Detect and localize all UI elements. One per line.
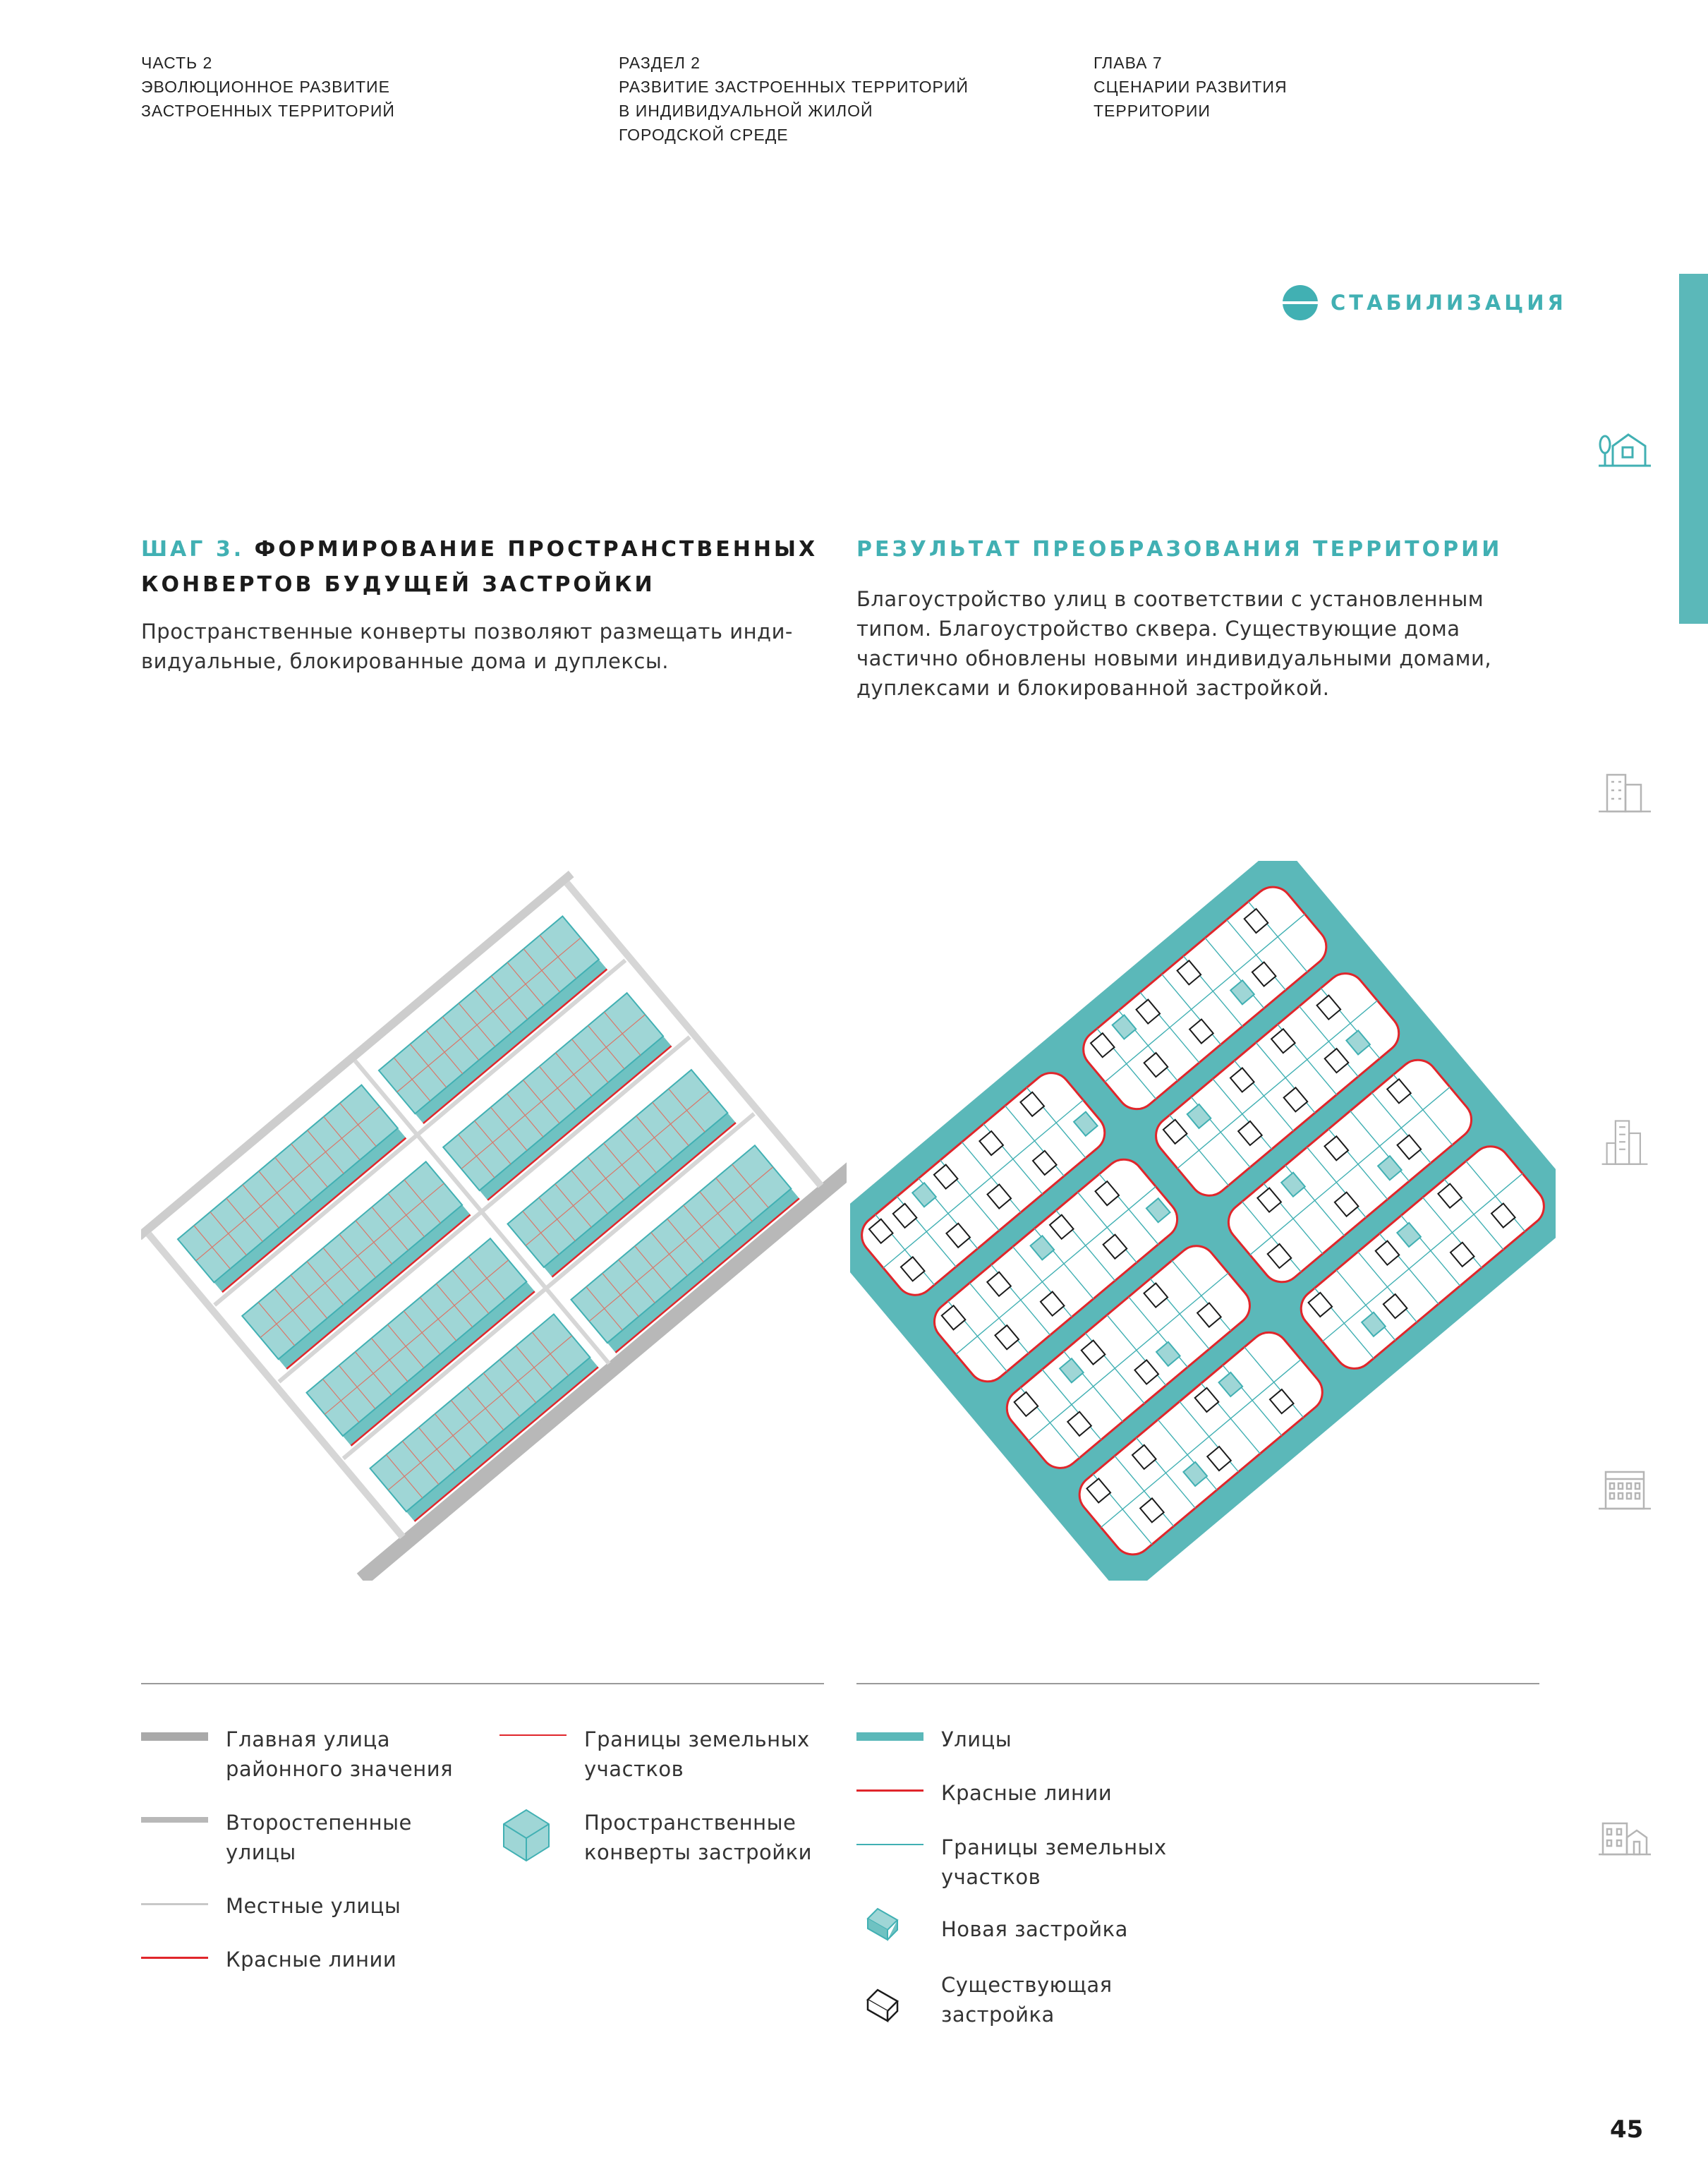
existing-houses — [868, 907, 1517, 1523]
legend-divider-left — [141, 1683, 824, 1684]
legend-right-plot-boundaries: Границы земельных участков — [941, 1835, 1167, 1889]
plot-boundaries — [875, 901, 1526, 1545]
plot-boundary-teal-thin — [856, 1844, 923, 1845]
local-street-line — [141, 1903, 208, 1905]
local-street — [353, 1059, 611, 1365]
local-street — [564, 881, 824, 1188]
legend-local-street: Местные улицы — [226, 1894, 401, 1918]
envelopes-diagram — [141, 870, 847, 1581]
main-street — [356, 1147, 847, 1581]
red-line — [141, 1957, 208, 1959]
local-street — [277, 1035, 691, 1384]
result-description: Благоустройство улиц в соответствии с ус… — [856, 587, 1492, 700]
envelope-block — [507, 1068, 737, 1278]
envelope-block — [570, 1144, 800, 1353]
envelope-block — [369, 1312, 599, 1522]
lowrise-building-icon[interactable] — [1597, 769, 1652, 819]
step-label: ШАГ 3. — [141, 537, 245, 562]
local-street — [213, 958, 627, 1307]
scenario-badge-label: СТАБИЛИЗАЦИЯ — [1331, 291, 1567, 315]
legend-right-red-lines: Красные линии — [941, 1781, 1113, 1805]
result-diagram — [850, 861, 1556, 1581]
scenario-badge: СТАБИЛИЗАЦИЯ — [1283, 285, 1567, 320]
step-description: Пространственные конверты позволяют разм… — [141, 620, 793, 673]
step-title-line2: КОНВЕРТОВ БУДУЩЕЙ ЗАСТРОЙКИ — [141, 572, 655, 597]
street-teal-line — [856, 1732, 923, 1741]
page-number: 45 — [1610, 2115, 1644, 2144]
house-tree-icon[interactable] — [1597, 425, 1652, 474]
step-heading: ШАГ 3. ФОРМИРОВАНИЕ ПРОСТРАНСТВЕННЫХ КОН… — [141, 532, 818, 603]
highrise-building-icon[interactable] — [1597, 1118, 1652, 1168]
legend-red-lines: Красные линии — [226, 1948, 397, 1972]
legend-streets: Улицы — [941, 1727, 1012, 1751]
main-street-line — [141, 1732, 208, 1741]
new-house-icon — [866, 1907, 899, 1941]
legend-divider-right — [856, 1683, 1539, 1684]
new-houses — [911, 979, 1422, 1487]
envelope-block — [241, 1160, 471, 1370]
plot-boundary-red-thin — [499, 1734, 567, 1736]
secondary-street-line — [141, 1817, 208, 1823]
envelope-blocks — [176, 915, 800, 1522]
local-street — [145, 1231, 406, 1540]
legend-envelopes: Пространственные конверты застройки — [584, 1811, 812, 1864]
existing-house-icon — [866, 1988, 900, 2023]
envelope-block — [377, 915, 608, 1125]
header-part: ЧАСТЬ 2 ЭВОЛЮЦИОННОЕ РАЗВИТИЕ ЗАСТРОЕННЫ… — [141, 54, 395, 120]
legend-existing-buildings: Существующая застройка — [941, 1973, 1113, 2027]
result-heading: РЕЗУЛЬТАТ ПРЕОБРАЗОВАНИЯ ТЕРРИТОРИИ — [856, 537, 1503, 562]
step-title-line1: ФОРМИРОВАНИЕ ПРОСТРАНСТВЕННЫХ — [254, 537, 818, 562]
header-section: РАЗДЕЛ 2 РАЗВИТИЕ ЗАСТРОЕННЫХ ТЕРРИТОРИЙ… — [619, 54, 969, 144]
street-network — [141, 870, 847, 1581]
mixed-buildings-icon[interactable] — [1597, 1813, 1652, 1863]
legend-secondary-street: Второстепенные улицы — [226, 1811, 412, 1864]
circle-half-icon — [1283, 285, 1318, 320]
side-accent-bar — [1679, 274, 1708, 624]
envelope-block — [442, 991, 672, 1201]
envelope-block — [176, 1084, 407, 1293]
legend-main-street: Главная улица районного значения — [226, 1727, 454, 1781]
midrise-building-icon[interactable] — [1597, 1466, 1652, 1516]
legend-plot-boundaries: Границы земельных участков — [584, 1727, 810, 1781]
legend-new-buildings: Новая застройка — [941, 1917, 1128, 1941]
secondary-street — [141, 870, 574, 1241]
red-line — [856, 1789, 923, 1792]
header-chapter: ГЛАВА 7 СЦЕНАРИИ РАЗВИТИЯ ТЕРРИТОРИИ — [1094, 54, 1288, 120]
envelope-block — [305, 1237, 535, 1447]
envelope-box-icon — [503, 1809, 550, 1862]
local-street — [341, 1112, 756, 1461]
